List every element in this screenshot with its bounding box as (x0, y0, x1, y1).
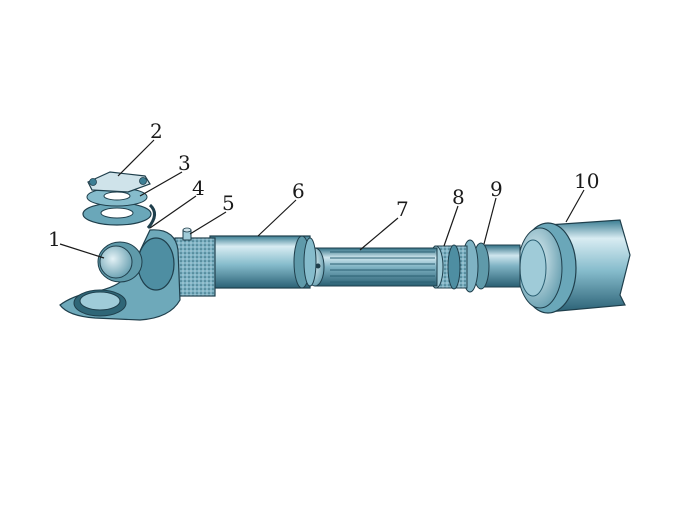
callout-3: 3 (178, 151, 191, 175)
sleeve-tube-part-6 (209, 235, 317, 289)
callout-9: 9 (490, 177, 503, 201)
callout-7: 7 (396, 197, 409, 221)
tube-part-10 (517, 219, 631, 314)
callout-6: 6 (292, 179, 305, 203)
gasket-part-3 (82, 187, 152, 226)
callout-10: 10 (574, 169, 599, 193)
splined-shaft-part-7 (305, 247, 438, 287)
callout-1: 1 (48, 227, 61, 251)
leader-lines (59, 139, 585, 259)
callout-2: 2 (150, 119, 163, 143)
grease-fitting-part-5 (174, 227, 216, 297)
callout-8: 8 (452, 185, 465, 209)
bearing-cap-part-1 (97, 237, 175, 291)
callout-5: 5 (222, 191, 235, 215)
lock-plate-part-2 (87, 171, 151, 193)
callout-labels: 1 2 3 4 5 6 7 8 9 10 (48, 119, 599, 251)
callout-4: 4 (192, 176, 205, 200)
yoke-neck-part-9 (461, 239, 521, 293)
